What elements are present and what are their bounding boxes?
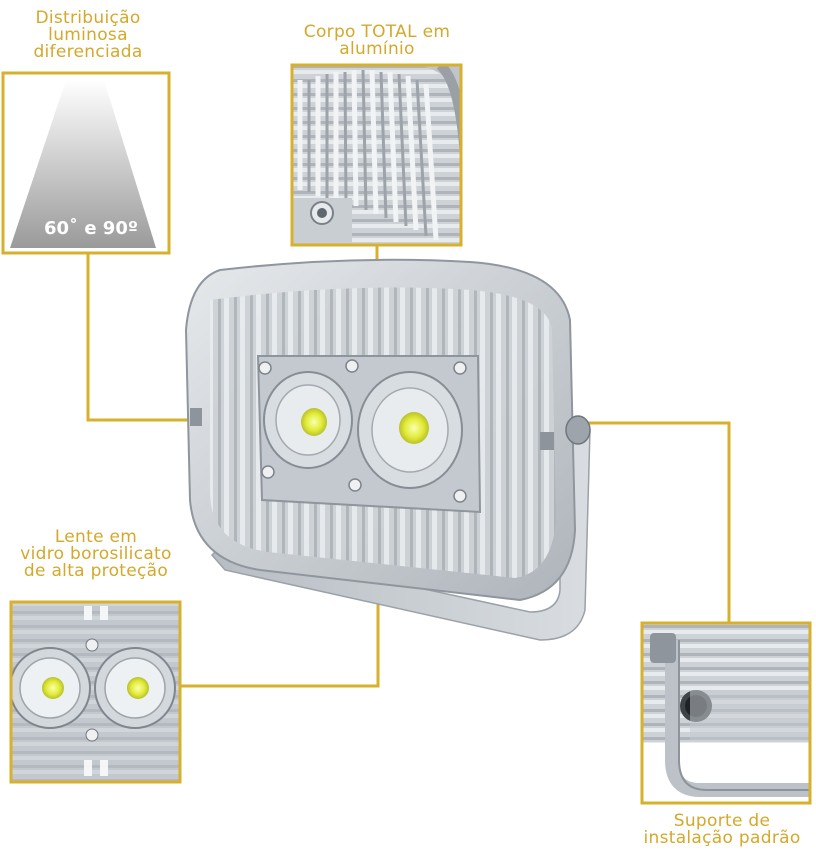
callout-line-bracket: [575, 421, 731, 623]
mounting-bracket: [210, 429, 591, 641]
led-module-left: [263, 371, 353, 469]
body-label: Corpo TOTAL em alumínio: [303, 22, 451, 59]
lens-detail-image: [11, 602, 180, 782]
led-module-right: [357, 371, 463, 489]
distribution-label: Distribuição luminosa diferenciada: [33, 8, 143, 62]
lens-label: Lente em vidro borosilicato de alta prot…: [20, 527, 172, 581]
body-detail-image: [292, 65, 461, 245]
bracket-knob: [565, 415, 591, 445]
light-beam-shape: [10, 80, 156, 248]
distribution-frame: [3, 73, 169, 253]
beam-angle-text: 60˚ e 90º: [44, 218, 138, 239]
floodlight-product: [184, 258, 591, 641]
bracket-label: Suporte de instalação padrão: [643, 811, 801, 848]
bracket-detail-image: [642, 623, 810, 803]
